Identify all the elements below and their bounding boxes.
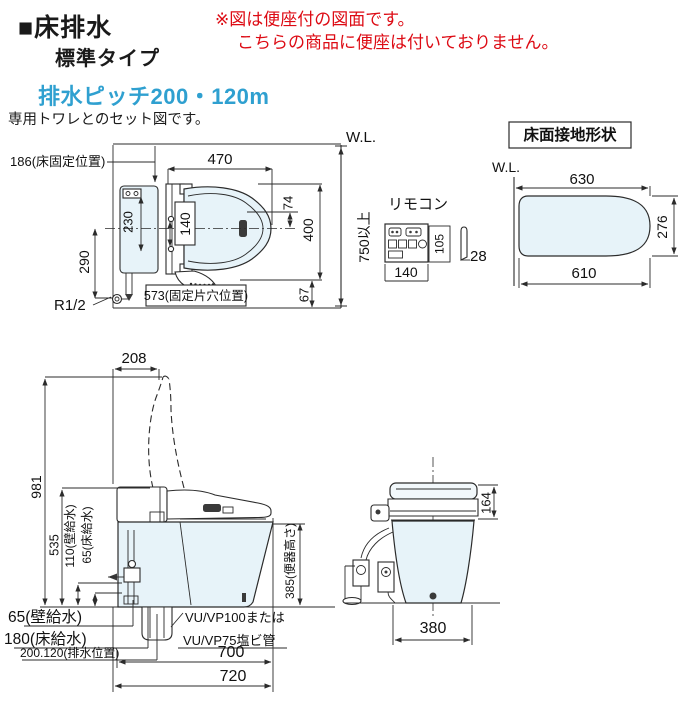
side-label-65-wall-supply: 65(壁給水)	[8, 608, 82, 626]
plan-dim-74: 74	[281, 196, 296, 210]
plan-wl-label: W.L.	[346, 129, 376, 146]
plan-dim-290: 290	[76, 250, 92, 274]
plan-supply-thread: R1/2	[54, 297, 86, 314]
front-dim-164: 164	[479, 492, 494, 514]
side-label-180-floor-supply: 180(床給水)	[4, 630, 87, 648]
front-view: 164 380	[342, 457, 500, 645]
plan-dim-470: 470	[207, 151, 232, 168]
bowl-front	[391, 520, 475, 604]
lid-front	[389, 482, 478, 500]
plan-dim-750: 750以上	[356, 211, 372, 262]
side-dimension-lines	[14, 366, 305, 692]
remote-dim-140: 140	[394, 264, 418, 280]
nozzle-plan	[239, 220, 247, 237]
side-dim-65-floor-supply: 65(床給水)	[80, 506, 94, 563]
set-note: 専用トワレとのセット図です。	[8, 112, 210, 128]
page-subtitle: 標準タイプ	[55, 48, 160, 70]
side-dim-720: 720	[220, 668, 247, 685]
side-view: 208 981 535 110(壁給水) 65(床給水) 385(便器高さ) 6…	[4, 350, 335, 692]
drain-pitch-label: 排水ピッチ200・120m	[38, 84, 270, 109]
side-plumbing	[108, 530, 141, 605]
warning-line2: こちらの商品に便座は付いておりません。	[237, 33, 559, 52]
nozzle-side	[203, 504, 221, 512]
side-dim-981: 981	[28, 475, 44, 499]
remote-buttons	[388, 227, 427, 259]
footprint-shape	[518, 195, 651, 257]
side-dim-700: 700	[218, 644, 245, 661]
side-dim-535: 535	[47, 534, 62, 556]
remote-side-view	[460, 226, 468, 261]
remote-dim-105: 105	[433, 234, 447, 254]
pipe-note-line1: VU/VP100または	[185, 610, 285, 625]
plan-dim-573: 573(固定片穴位置)	[144, 288, 248, 303]
plan-dim-400: 400	[300, 218, 316, 242]
remote-diagram: リモコン 140 105 28	[384, 196, 487, 282]
washlet-back-unit	[116, 486, 168, 523]
floor-shape-dim-610: 610	[571, 265, 596, 282]
floor-contact-shape: 床面接地形状 W.L. 630 610 276	[492, 121, 678, 288]
remote-dim-28: 28	[470, 248, 487, 265]
floor-shape-dim-276: 276	[654, 215, 670, 239]
side-dim-110-wall-supply: 110(壁給水)	[62, 504, 77, 567]
remote-label: リモコン	[388, 196, 448, 213]
page-title: ■床排水	[18, 14, 113, 42]
seat-front-band	[387, 498, 479, 517]
front-dim-380: 380	[420, 620, 447, 637]
plan-view: W.L. 750以上 470 186(床固定位置) 230 140 74 400…	[10, 129, 376, 314]
flush-unit-icon	[122, 188, 142, 199]
side-label-drain-position: 200.120(排水位置)	[20, 645, 119, 660]
plan-dim-230: 230	[121, 211, 136, 233]
bowl-side	[117, 521, 274, 608]
side-dim-385-bowl-height: 385(便器高さ)	[282, 523, 297, 599]
plan-dim-186: 186(床固定位置)	[10, 154, 105, 169]
plan-dim-140: 140	[177, 212, 193, 236]
floor-shape-dim-630: 630	[569, 171, 594, 188]
pipe-note-line2: VU/VP75塩ビ管	[183, 633, 275, 648]
front-plumbing	[342, 527, 396, 606]
plan-dim-67: 67	[297, 288, 312, 302]
supply-pipe-plan	[111, 273, 133, 305]
seat-warning-note: ※図は便座付の図面です。 こちらの商品に便座は付いておりません。	[215, 8, 558, 54]
warning-line1: ※図は便座付の図面です。	[215, 10, 415, 29]
plan-dimension-lines	[92, 146, 344, 308]
floor-shape-title: 床面接地形状	[523, 125, 617, 144]
floor-shape-wl-label: W.L.	[492, 159, 520, 175]
side-view-body	[40, 375, 335, 641]
lid-open-outline	[148, 376, 164, 489]
bowl-bolt-dot	[429, 592, 437, 600]
floor-shape-title-box	[508, 121, 632, 149]
side-dim-208: 208	[121, 350, 146, 367]
